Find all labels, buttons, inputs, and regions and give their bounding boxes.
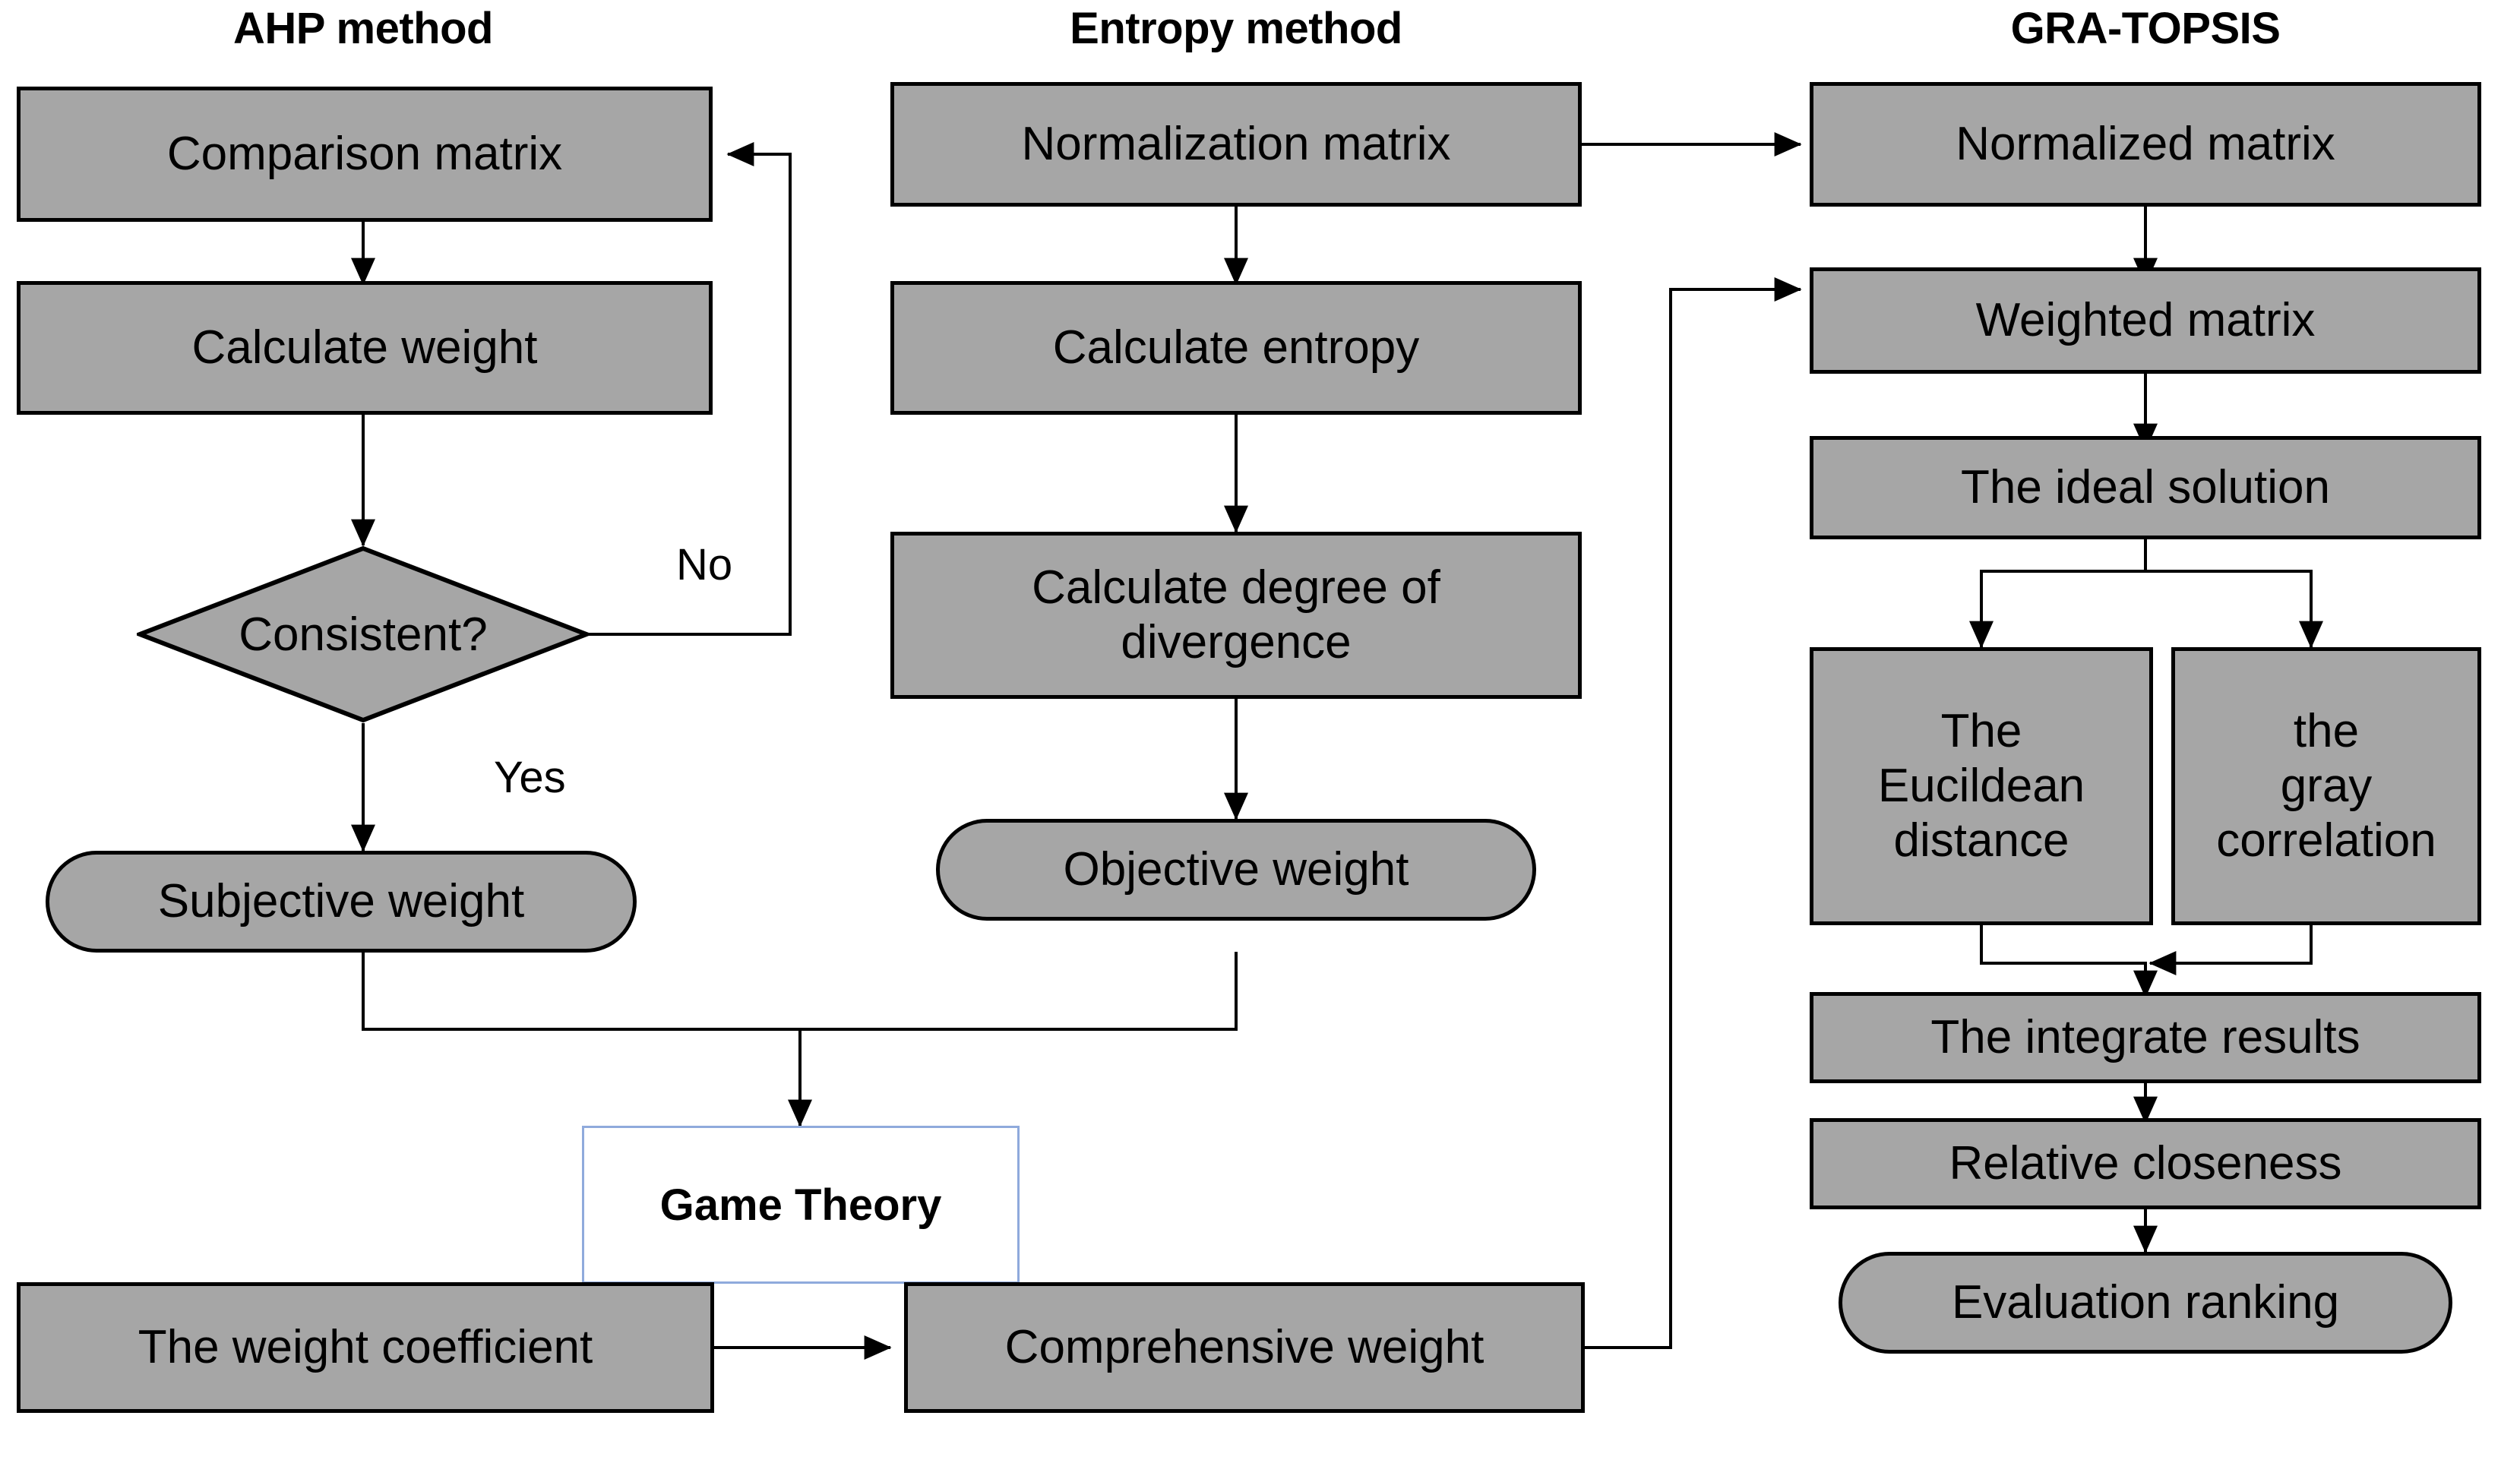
node-label: The weight coefficient bbox=[138, 1320, 593, 1373]
node-label: Calculate weight bbox=[191, 321, 538, 374]
node-label: Game Theory bbox=[659, 1180, 942, 1230]
node-label-line-1: Calculate degree of bbox=[1032, 561, 1440, 615]
edge-ideal-to-euclidean bbox=[1969, 539, 2147, 649]
node-label-line-1: The bbox=[1940, 705, 2022, 758]
edge-ideal-to-gray bbox=[2145, 570, 2323, 649]
node-label-line-3: distance bbox=[1893, 814, 2069, 867]
node-label-line-2: divergence bbox=[1121, 616, 1352, 668]
node-normalization-matrix[interactable]: Normalization matrix bbox=[890, 82, 1582, 207]
node-weighted-matrix[interactable]: Weighted matrix bbox=[1810, 267, 2481, 374]
node-comparison-matrix[interactable]: Comparison matrix bbox=[17, 87, 713, 222]
diamond-shape bbox=[137, 545, 590, 723]
edge-gray-to-integrate bbox=[2148, 925, 2313, 975]
node-label: Subjective weight bbox=[157, 874, 525, 927]
node-evaluation-ranking[interactable]: Evaluation ranking bbox=[1839, 1252, 2452, 1354]
node-the-euclidean-distance[interactable]: The Eucildean distance bbox=[1810, 647, 2153, 925]
node-label: Relative closeness bbox=[1949, 1136, 2342, 1190]
node-objective-weight[interactable]: Objective weight bbox=[936, 819, 1536, 921]
node-game-theory[interactable]: Game Theory bbox=[582, 1126, 1020, 1284]
node-label-line-2: Eucildean bbox=[1877, 760, 2085, 813]
node-the-ideal-solution[interactable]: The ideal solution bbox=[1810, 436, 2481, 539]
node-calculate-degree-of-divergence[interactable]: Calculate degree of divergence bbox=[890, 532, 1582, 699]
node-subjective-weight[interactable]: Subjective weight bbox=[46, 851, 637, 953]
node-label: The ideal solution bbox=[1961, 460, 2330, 513]
node-label: Objective weight bbox=[1063, 842, 1409, 896]
node-label: Comparison matrix bbox=[166, 127, 563, 180]
node-label: Weighted matrix bbox=[1975, 293, 2316, 346]
column-title-ahp: AHP method bbox=[233, 4, 493, 53]
node-label-line-3: correlation bbox=[2216, 814, 2436, 867]
node-label: Comprehensive weight bbox=[1004, 1320, 1484, 1373]
node-label: Calculate entropy bbox=[1052, 321, 1420, 374]
node-the-weight-coefficient[interactable]: The weight coefficient bbox=[17, 1282, 714, 1413]
node-label-line-2: gray bbox=[2280, 760, 2373, 813]
node-label-line-1: the bbox=[2293, 705, 2360, 758]
node-label: Evaluation ranking bbox=[1951, 1275, 2340, 1329]
node-label: Consistent? bbox=[239, 608, 488, 661]
node-the-gray-correlation[interactable]: the gray correlation bbox=[2171, 647, 2481, 925]
node-label: The integrate results bbox=[1930, 1010, 2360, 1063]
column-title-gra: GRA-TOPSIS bbox=[2010, 4, 2281, 53]
edge-comprehensive-to-weighted bbox=[1585, 277, 1802, 1349]
node-label: Normalization matrix bbox=[1021, 117, 1451, 170]
edge-split-to-integrate bbox=[1980, 925, 2158, 998]
node-relative-closeness[interactable]: Relative closeness bbox=[1810, 1118, 2481, 1209]
edge-label-no: No bbox=[676, 540, 733, 589]
node-calculate-entropy[interactable]: Calculate entropy bbox=[890, 281, 1582, 415]
node-consistent-decision[interactable]: Consistent? bbox=[137, 545, 590, 723]
column-title-entropy: Entropy method bbox=[1070, 4, 1402, 53]
edge-consistent-no-loop bbox=[559, 142, 792, 636]
node-the-integrate-results[interactable]: The integrate results bbox=[1810, 992, 2481, 1083]
node-calculate-weight[interactable]: Calculate weight bbox=[17, 281, 713, 415]
node-normalized-matrix[interactable]: Normalized matrix bbox=[1810, 82, 2481, 207]
edge-weights-to-gametheory bbox=[362, 952, 1238, 1126]
node-label: Normalized matrix bbox=[1956, 117, 2335, 170]
edge-label-yes: Yes bbox=[494, 753, 566, 802]
node-comprehensive-weight[interactable]: Comprehensive weight bbox=[904, 1282, 1585, 1413]
